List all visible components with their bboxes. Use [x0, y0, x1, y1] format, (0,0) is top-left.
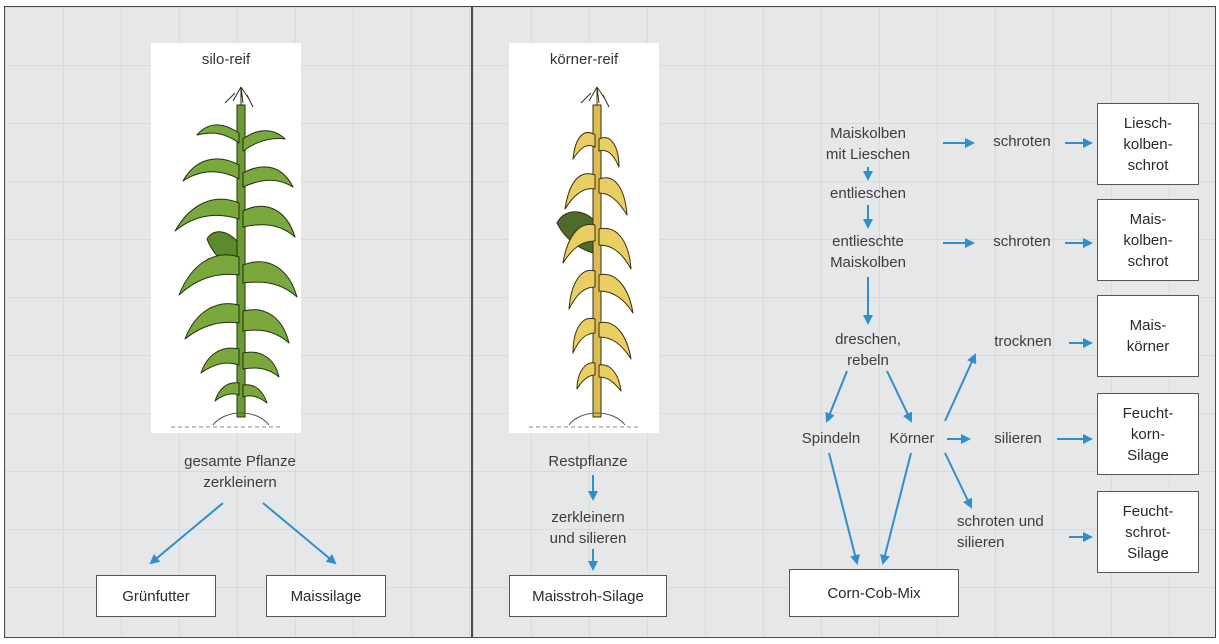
dry-maize-plant-icon: [529, 86, 639, 428]
arrow-to-spindeln: [825, 370, 848, 423]
label-koerner: Körner: [889, 430, 935, 447]
grain-ripe-plant-card: körner-reif: [509, 43, 659, 433]
label-spindeln: Spindeln: [801, 430, 861, 447]
output-box-maisstroh-silage: Maisstroh-Silage: [509, 575, 667, 617]
label-silieren: silieren: [994, 430, 1042, 447]
label-entlieschen: entlieschen: [830, 185, 906, 202]
product-box-maiskoerner: Mais- körner: [1097, 295, 1199, 377]
right-arrows: [588, 138, 1093, 571]
arrow-to-gruenfutter: [149, 502, 224, 565]
output-box-corn-cob-mix: Corn-Cob-Mix: [789, 569, 959, 617]
arrow-koerner-to-ccm: [880, 452, 912, 565]
label-entlieschte-maiskolben: entlieschte Maiskolben: [830, 233, 906, 271]
label-dreschen-rebeln: dreschen, rebeln: [835, 331, 901, 369]
output-box-gruenfutter: Grünfutter: [96, 575, 216, 617]
product-box-maiskolbenschrot: Mais- kolben- schrot: [1097, 199, 1199, 281]
product-box-lieschkolbenschrot: Liesch- kolben- schrot: [1097, 103, 1199, 185]
label-schroten-und-silieren: schroten und silieren: [957, 513, 1044, 551]
grain-ripe-panel: körner-reif: [472, 6, 1216, 638]
arrow-to-koerner: [886, 370, 913, 423]
output-box-maissilage: Maissilage: [266, 575, 386, 617]
label-maiskolben-mit-lieschen: Maiskolben mit Lieschen: [825, 125, 911, 163]
green-maize-plant-icon: [171, 86, 298, 428]
label-zerkleinern-silieren: zerkleinern und silieren: [549, 509, 627, 547]
label-schroten-2: schroten: [993, 233, 1051, 250]
label-trocknen: trocknen: [994, 333, 1052, 350]
arrow-to-trocknen: [944, 353, 977, 422]
silage-ripe-panel: silo-reif: [4, 6, 472, 638]
arrow-to-schroten-und-silieren: [944, 452, 973, 509]
product-box-feuchtschrotsilage: Feucht- schrot- Silage: [1097, 491, 1199, 573]
product-box-feuchtkornsilage: Feucht- korn- Silage: [1097, 393, 1199, 475]
process-label-whole-plant: gesamte Pflanze zerkleinern: [184, 453, 296, 491]
arrow-spindeln-to-ccm: [828, 452, 860, 565]
left-arrows: [149, 502, 337, 565]
stage-title-silo-reif: silo-reif: [201, 51, 251, 68]
label-restpflanze: Restpflanze: [548, 453, 628, 470]
silage-ripe-plant-card: silo-reif: [151, 43, 301, 433]
arrow-to-maissilage: [262, 502, 337, 565]
label-schroten-1: schroten: [993, 133, 1051, 150]
stage-title-koerner-reif: körner-reif: [549, 51, 619, 68]
